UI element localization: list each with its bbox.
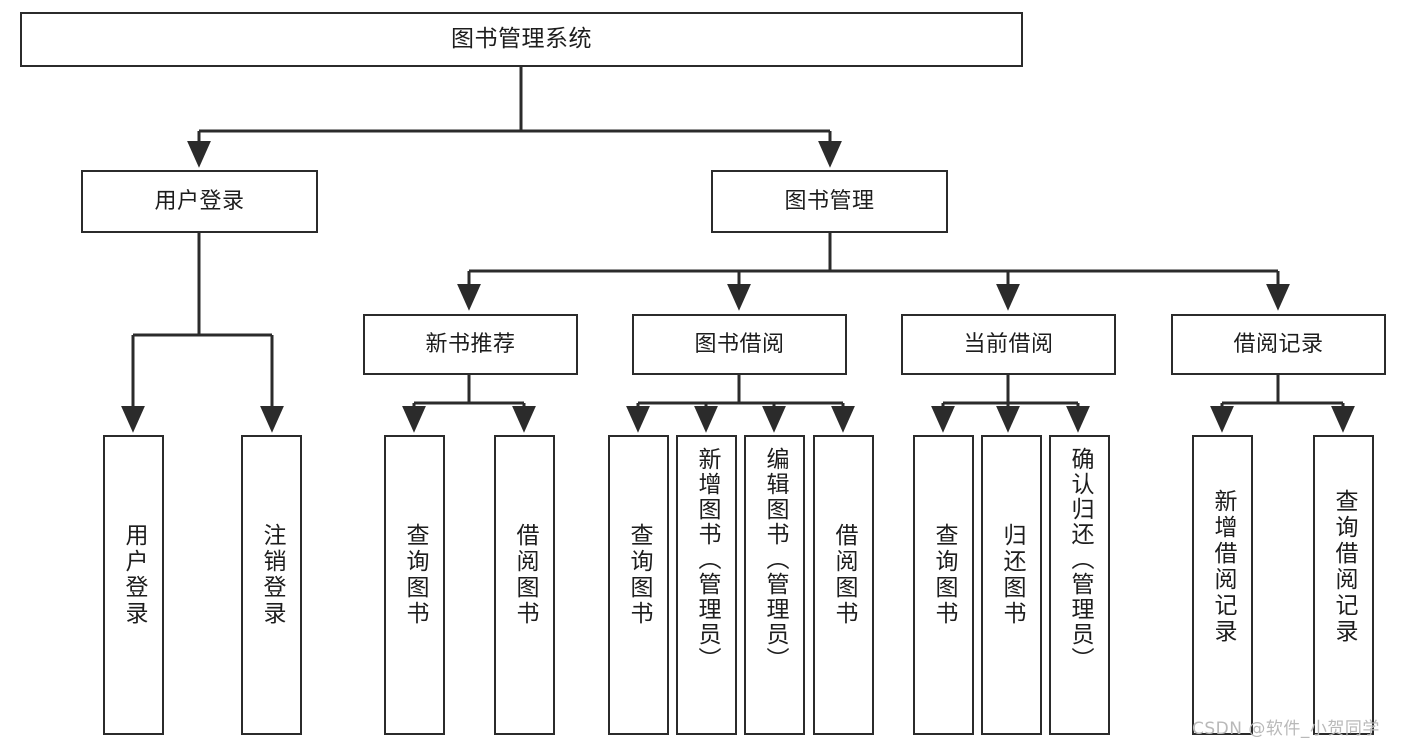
leaf-recommend-borrow-book[interactable]: 借阅图书 (494, 435, 555, 735)
leaf-borrow-edit-book-admin[interactable]: 编辑图书（管理员） (744, 435, 805, 735)
leaf-record-add[interactable]: 新增借阅记录 (1192, 435, 1253, 735)
leaf-current-confirm-return-admin[interactable]: 确认归还（管理员） (1049, 435, 1110, 735)
node-book-borrow[interactable]: 图书借阅 (632, 314, 847, 375)
leaf-current-query-book[interactable]: 查询图书 (913, 435, 974, 735)
leaf-borrow-add-book-admin-label: 新增图书（管理员） (694, 447, 720, 672)
node-book-manage[interactable]: 图书管理 (711, 170, 948, 233)
node-new-book-recommend[interactable]: 新书推荐 (363, 314, 578, 375)
node-book-borrow-label: 图书借阅 (694, 331, 785, 357)
node-user-login[interactable]: 用户登录 (81, 170, 318, 233)
leaf-current-confirm-return-admin-label: 确认归还（管理员） (1067, 447, 1093, 672)
node-user-login-label: 用户登录 (154, 188, 245, 214)
leaf-recommend-borrow-book-label: 借阅图书 (512, 523, 538, 627)
leaf-borrow-query-book-label: 查询图书 (626, 523, 652, 627)
leaf-borrow-lend-book-label: 借阅图书 (831, 523, 857, 627)
leaf-recommend-query-book[interactable]: 查询图书 (384, 435, 445, 735)
node-root-system[interactable]: 图书管理系统 (20, 12, 1023, 67)
leaf-record-add-label: 新增借阅记录 (1210, 489, 1236, 645)
leaf-current-return-book-label: 归还图书 (999, 523, 1025, 627)
leaf-user-login-label: 用户登录 (121, 523, 147, 627)
node-root-system-label: 图书管理系统 (451, 25, 592, 52)
leaf-recommend-query-book-label: 查询图书 (402, 523, 428, 627)
leaf-user-logout[interactable]: 注销登录 (241, 435, 302, 735)
leaf-current-query-book-label: 查询图书 (931, 523, 957, 627)
node-current-borrow-label: 当前借阅 (963, 331, 1054, 357)
node-borrow-record-label: 借阅记录 (1233, 331, 1324, 357)
node-borrow-record[interactable]: 借阅记录 (1171, 314, 1386, 375)
leaf-record-search[interactable]: 查询借阅记录 (1313, 435, 1374, 735)
leaf-borrow-edit-book-admin-label: 编辑图书（管理员） (762, 447, 788, 672)
leaf-user-logout-label: 注销登录 (259, 523, 285, 627)
leaf-borrow-add-book-admin[interactable]: 新增图书（管理员） (676, 435, 737, 735)
leaf-borrow-lend-book[interactable]: 借阅图书 (813, 435, 874, 735)
node-current-borrow[interactable]: 当前借阅 (901, 314, 1116, 375)
node-book-manage-label: 图书管理 (784, 188, 875, 214)
leaf-borrow-query-book[interactable]: 查询图书 (608, 435, 669, 735)
node-new-book-recommend-label: 新书推荐 (425, 331, 516, 357)
leaf-record-search-label: 查询借阅记录 (1331, 489, 1357, 645)
leaf-current-return-book[interactable]: 归还图书 (981, 435, 1042, 735)
leaf-user-login[interactable]: 用户登录 (103, 435, 164, 735)
csdn-watermark: CSDN @软件_小贺同学 (1192, 719, 1380, 739)
